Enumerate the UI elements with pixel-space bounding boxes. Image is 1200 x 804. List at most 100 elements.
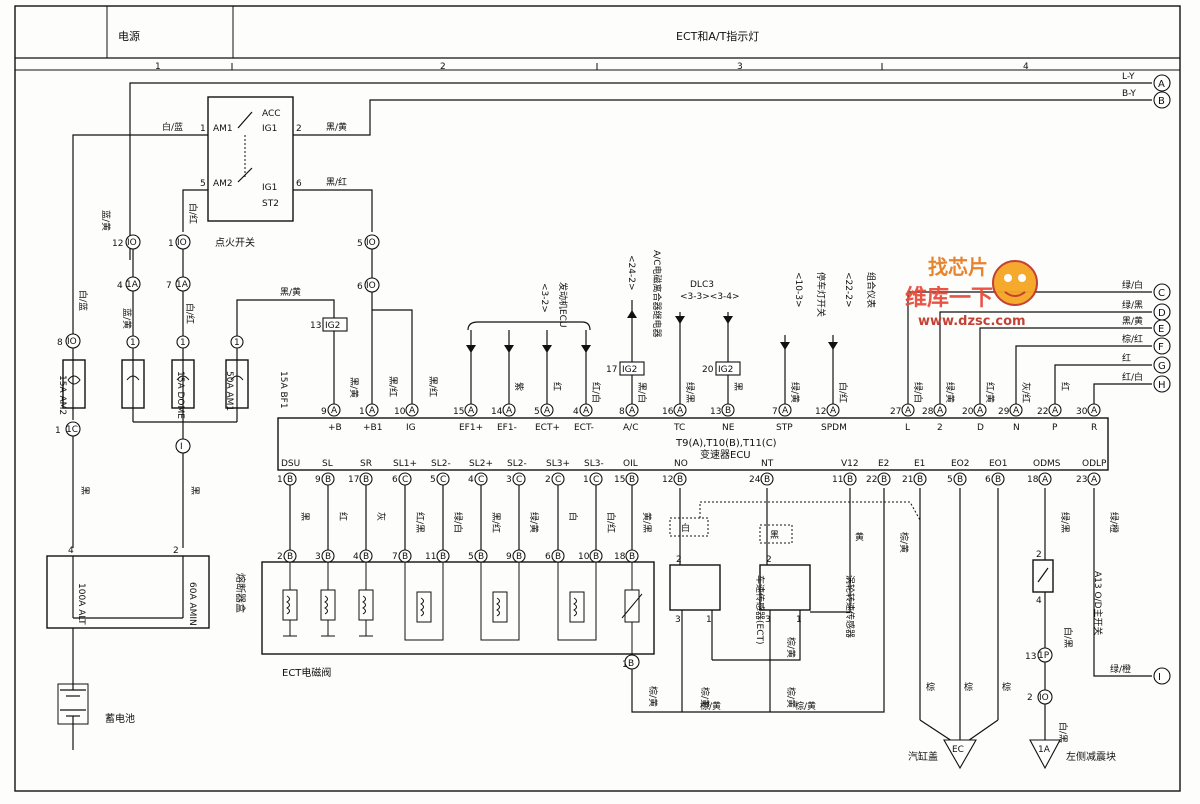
svg-text:2: 2 [1036, 550, 1042, 560]
connector-i-id: I [1158, 672, 1161, 683]
svg-text:A: A [830, 406, 837, 416]
ecu-power-wires: 黑/黄 黑/红 黑/红 [333, 292, 439, 405]
svg-text:白/黑: 白/黑 [1062, 627, 1074, 648]
ecu-bottom-pin-name: SL3- [584, 459, 604, 469]
svg-text:IG1: IG1 [262, 124, 277, 134]
svg-text:1: 1 [796, 615, 802, 625]
svg-text:3: 3 [675, 615, 681, 625]
svg-text:9: 9 [506, 552, 512, 562]
od-switch: A13 O/D主开关 2 4 白/黑 13 1P 2 IO 白/黑 [1025, 488, 1104, 743]
ignition-switch: 点火开关 ACC AM1 IG1 AM2 IG1 ST2 1 2 5 6 白/蓝… [72, 96, 373, 335]
connector-i-wire: 绿/橙 [1110, 663, 1131, 675]
svg-text:红: 红 [1059, 382, 1071, 391]
ecu-top-pin-name: P [1052, 423, 1058, 433]
svg-text:绿/黄: 绿/黄 [528, 512, 540, 533]
svg-text:B: B [440, 552, 446, 562]
svg-text:www.dzsc.com: www.dzsc.com [918, 314, 1026, 329]
svg-text:4: 4 [1036, 596, 1042, 606]
svg-text:红: 红 [551, 382, 563, 391]
svg-text:黑/红: 黑/红 [490, 512, 502, 533]
svg-text:维库一下: 维库一下 [905, 285, 993, 311]
svg-text:黑: 黑 [189, 486, 200, 495]
svg-text:17: 17 [348, 475, 359, 485]
ecu-top-pin-name: ECT- [574, 423, 594, 433]
svg-text:15A AM2: 15A AM2 [57, 375, 67, 415]
svg-text:23: 23 [1076, 475, 1087, 485]
svg-text:绿/黑: 绿/黑 [1059, 512, 1071, 533]
svg-text:20: 20 [962, 407, 974, 417]
svg-text:黑/红: 黑/红 [427, 376, 439, 397]
svg-text:A: A [677, 406, 684, 416]
svg-text:蓝/黄: 蓝/黄 [100, 210, 112, 231]
svg-text:C: C [440, 475, 446, 485]
svg-text:1: 1 [55, 426, 61, 436]
svg-text:12: 12 [112, 239, 123, 249]
svg-text:白/红: 白/红 [187, 203, 199, 224]
svg-text:4: 4 [468, 475, 474, 485]
svg-text:IO: IO [127, 238, 137, 248]
watermark-logo: 找芯片 维库一下 www.dzsc.com [905, 255, 1038, 329]
header-frame: 电源 ECT和A/T指示灯 1 2 3 4 [14, 5, 1181, 792]
svg-text:20: 20 [702, 365, 714, 375]
ecu-top-pin-name: EF1+ [459, 423, 483, 433]
connector-f [1153, 337, 1171, 355]
svg-text:12: 12 [815, 407, 826, 417]
svg-text:白/红: 白/红 [837, 382, 849, 403]
svg-text:黄/黑: 黄/黑 [641, 512, 653, 533]
svg-text:100A ALT: 100A ALT [76, 583, 86, 625]
svg-text:4: 4 [68, 546, 74, 556]
svg-text:B: B [593, 552, 599, 562]
connector-c [1153, 283, 1171, 301]
svg-text:6: 6 [392, 475, 398, 485]
svg-text:黑/白: 黑/白 [636, 382, 648, 403]
svg-text:4: 4 [117, 281, 123, 291]
ecu-bottom-pin-name: E2 [878, 459, 889, 469]
svg-text:29: 29 [998, 407, 1010, 417]
solenoid-valves: ECT电磁阀 [261, 561, 655, 679]
svg-text:6: 6 [985, 475, 991, 485]
ecu-bottom-pin-name: ODMS [1033, 459, 1061, 469]
svg-text:棕: 棕 [1002, 681, 1011, 693]
svg-text:黄: 黄 [855, 531, 864, 543]
connector-g-id: G [1158, 361, 1166, 372]
svg-text:I: I [180, 442, 183, 452]
svg-text:5: 5 [430, 475, 436, 485]
connector-e [1153, 319, 1171, 337]
svg-text:黑: 黑 [770, 530, 779, 541]
engine-ecu-label: 发动机ECU [557, 282, 569, 328]
svg-text:3: 3 [315, 552, 321, 562]
col-3: 3 [737, 62, 743, 72]
svg-text:红/白: 红/白 [590, 382, 602, 403]
ecu-top-pin-name: SPDM [821, 423, 847, 433]
svg-text:1A: 1A [126, 280, 139, 290]
ecu-top-pin-name: D [977, 423, 984, 433]
svg-text:A: A [905, 406, 912, 416]
grounds: 棕 棕 棕 EC 汽缸盖 1A 左侧减震块 [908, 488, 1116, 770]
svg-text:24: 24 [749, 475, 761, 485]
svg-text:白/红: 白/红 [605, 512, 617, 533]
svg-text:5: 5 [357, 239, 363, 249]
svg-text:A: A [506, 406, 513, 416]
svg-text:1: 1 [583, 475, 589, 485]
svg-text:1C: 1C [66, 425, 78, 435]
svg-text:IO: IO [1039, 693, 1049, 703]
svg-text:2: 2 [173, 546, 179, 556]
svg-text:7: 7 [392, 552, 398, 562]
ecu-bottom-pin-name: SL2+ [469, 459, 493, 469]
